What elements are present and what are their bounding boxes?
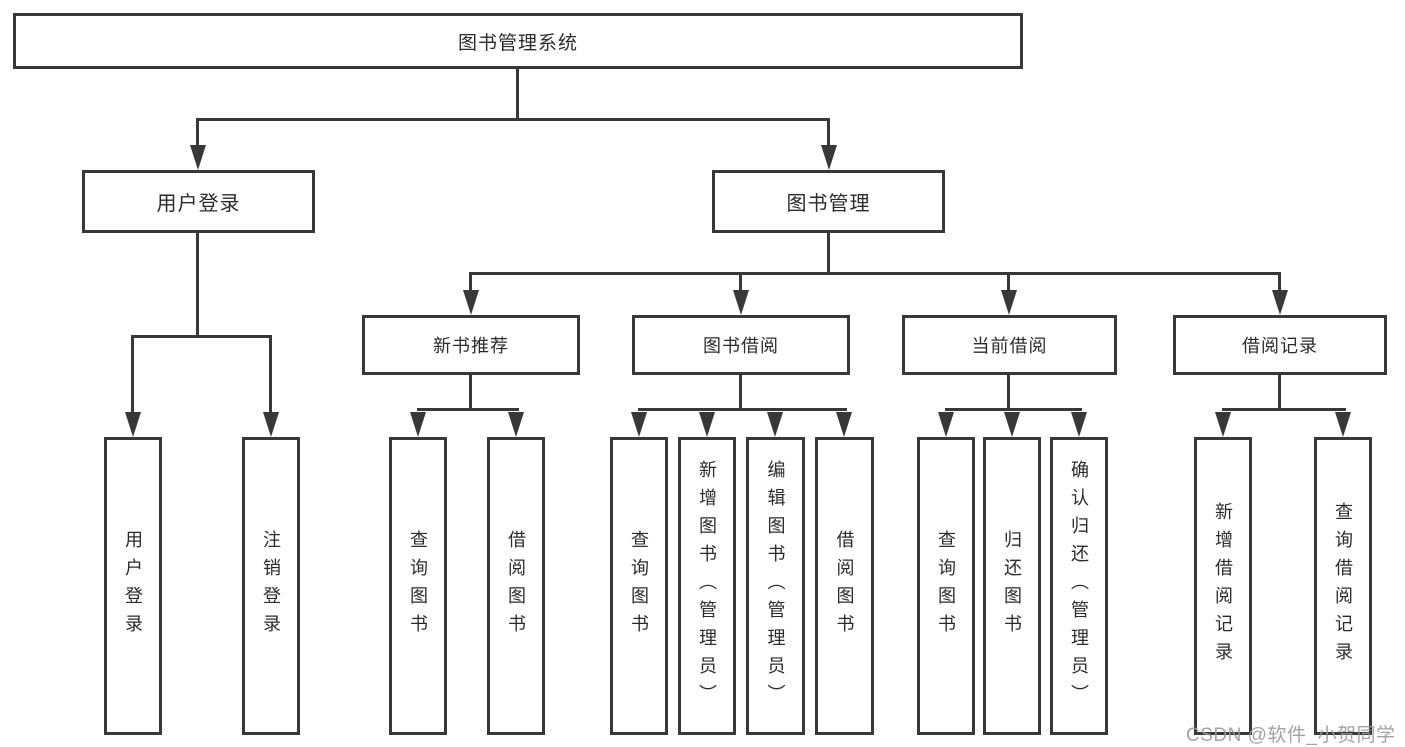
leaf-user-login: 用户登录: [104, 437, 162, 735]
node-label: 编辑图书（管理员）: [765, 460, 786, 712]
node-new-book-recommendation: 新书推荐: [362, 315, 580, 375]
arrow-down-icon: [410, 412, 426, 437]
arrow-down-icon: [263, 412, 279, 437]
arrow-down-icon: [1335, 412, 1351, 437]
node-label: 图书借阅: [703, 336, 779, 356]
node-library-management-system: 图书管理系统: [13, 13, 1023, 69]
node-label: 新增借阅记录: [1213, 502, 1233, 670]
node-label: 查询图书: [408, 530, 428, 642]
node-label: 查询图书: [629, 530, 649, 642]
arrow-down-icon: [1071, 412, 1087, 437]
node-label: 图书管理系统: [457, 32, 578, 54]
node-label: 用户登录: [123, 530, 143, 642]
node-label: 借阅图书: [834, 530, 855, 642]
connector-segment: [827, 233, 830, 275]
leaf-query-books-1: 查询图书: [389, 437, 447, 735]
arrow-down-icon: [836, 412, 852, 437]
connector-segment: [1007, 375, 1010, 411]
connector-segment: [1222, 408, 1346, 411]
node-label: 查询借阅记录: [1333, 502, 1353, 670]
arrow-down-icon: [938, 412, 954, 437]
connector-segment: [739, 375, 742, 411]
leaf-borrow-books-2: 借阅图书: [815, 437, 874, 735]
arrow-down-icon: [125, 412, 141, 437]
connector-segment: [469, 275, 472, 292]
connector-segment: [196, 121, 199, 147]
arrow-down-icon: [767, 412, 783, 437]
node-user-login: 用户登录: [82, 170, 315, 233]
leaf-query-books-3: 查询图书: [917, 437, 975, 735]
node-book-borrowing: 图书借阅: [632, 315, 850, 375]
connector-segment: [269, 338, 272, 414]
connector-segment: [131, 335, 272, 338]
leaf-logout: 注销登录: [242, 437, 300, 735]
leaf-add-books-admin: 新增图书（管理员）: [678, 437, 736, 735]
arrow-down-icon: [821, 145, 837, 170]
connector-segment: [739, 275, 742, 292]
node-label: 借阅记录: [1242, 336, 1318, 356]
leaf-edit-books-admin: 编辑图书（管理员）: [746, 437, 805, 735]
leaf-return-books: 归还图书: [983, 437, 1041, 735]
connector-segment: [131, 338, 134, 414]
connector-segment: [827, 121, 830, 147]
leaf-query-borrow-record: 查询借阅记录: [1314, 437, 1372, 735]
connector-segment: [469, 272, 1281, 275]
arrow-down-icon: [733, 290, 749, 315]
arrow-down-icon: [1215, 412, 1231, 437]
arrow-down-icon: [1004, 412, 1020, 437]
connector-segment: [196, 233, 199, 338]
node-borrowing-records: 借阅记录: [1173, 315, 1387, 375]
node-book-management: 图书管理: [712, 170, 945, 233]
node-label: 用户登录: [156, 193, 241, 215]
connector-segment: [196, 118, 830, 121]
arrow-down-icon: [699, 412, 715, 437]
connector-segment: [469, 375, 472, 411]
node-current-borrowing: 当前借阅: [902, 315, 1117, 375]
node-label: 注销登录: [261, 530, 281, 642]
leaf-query-books-2: 查询图书: [610, 437, 668, 735]
connector-segment: [1007, 275, 1010, 292]
arrow-down-icon: [1272, 290, 1288, 315]
node-label: 当前借阅: [971, 336, 1048, 356]
node-label: 新书推荐: [433, 336, 509, 356]
connector-segment: [516, 69, 519, 121]
arrow-down-icon: [190, 145, 206, 170]
connector-segment: [1278, 375, 1281, 411]
arrow-down-icon: [508, 412, 524, 437]
arrow-down-icon: [463, 290, 479, 315]
node-label: 新增图书（管理员）: [697, 460, 717, 712]
node-label: 确认归还（管理员）: [1069, 460, 1089, 712]
node-label: 归还图书: [1002, 530, 1022, 642]
connector-segment: [417, 408, 519, 411]
connector-segment: [638, 408, 847, 411]
leaf-borrow-books-1: 借阅图书: [487, 437, 545, 735]
connector-segment: [1278, 275, 1281, 292]
node-label: 借阅图书: [506, 530, 526, 642]
leaf-add-borrow-record: 新增借阅记录: [1194, 437, 1252, 735]
csdn-watermark: CSDN @软件_小贺同学: [1186, 725, 1396, 746]
node-label: 图书管理: [786, 193, 871, 215]
leaf-confirm-return-admin: 确认归还（管理员）: [1050, 437, 1108, 735]
connector-segment: [945, 408, 1082, 411]
arrow-down-icon: [631, 412, 647, 437]
node-label: 查询图书: [936, 530, 956, 642]
arrow-down-icon: [1001, 290, 1017, 315]
